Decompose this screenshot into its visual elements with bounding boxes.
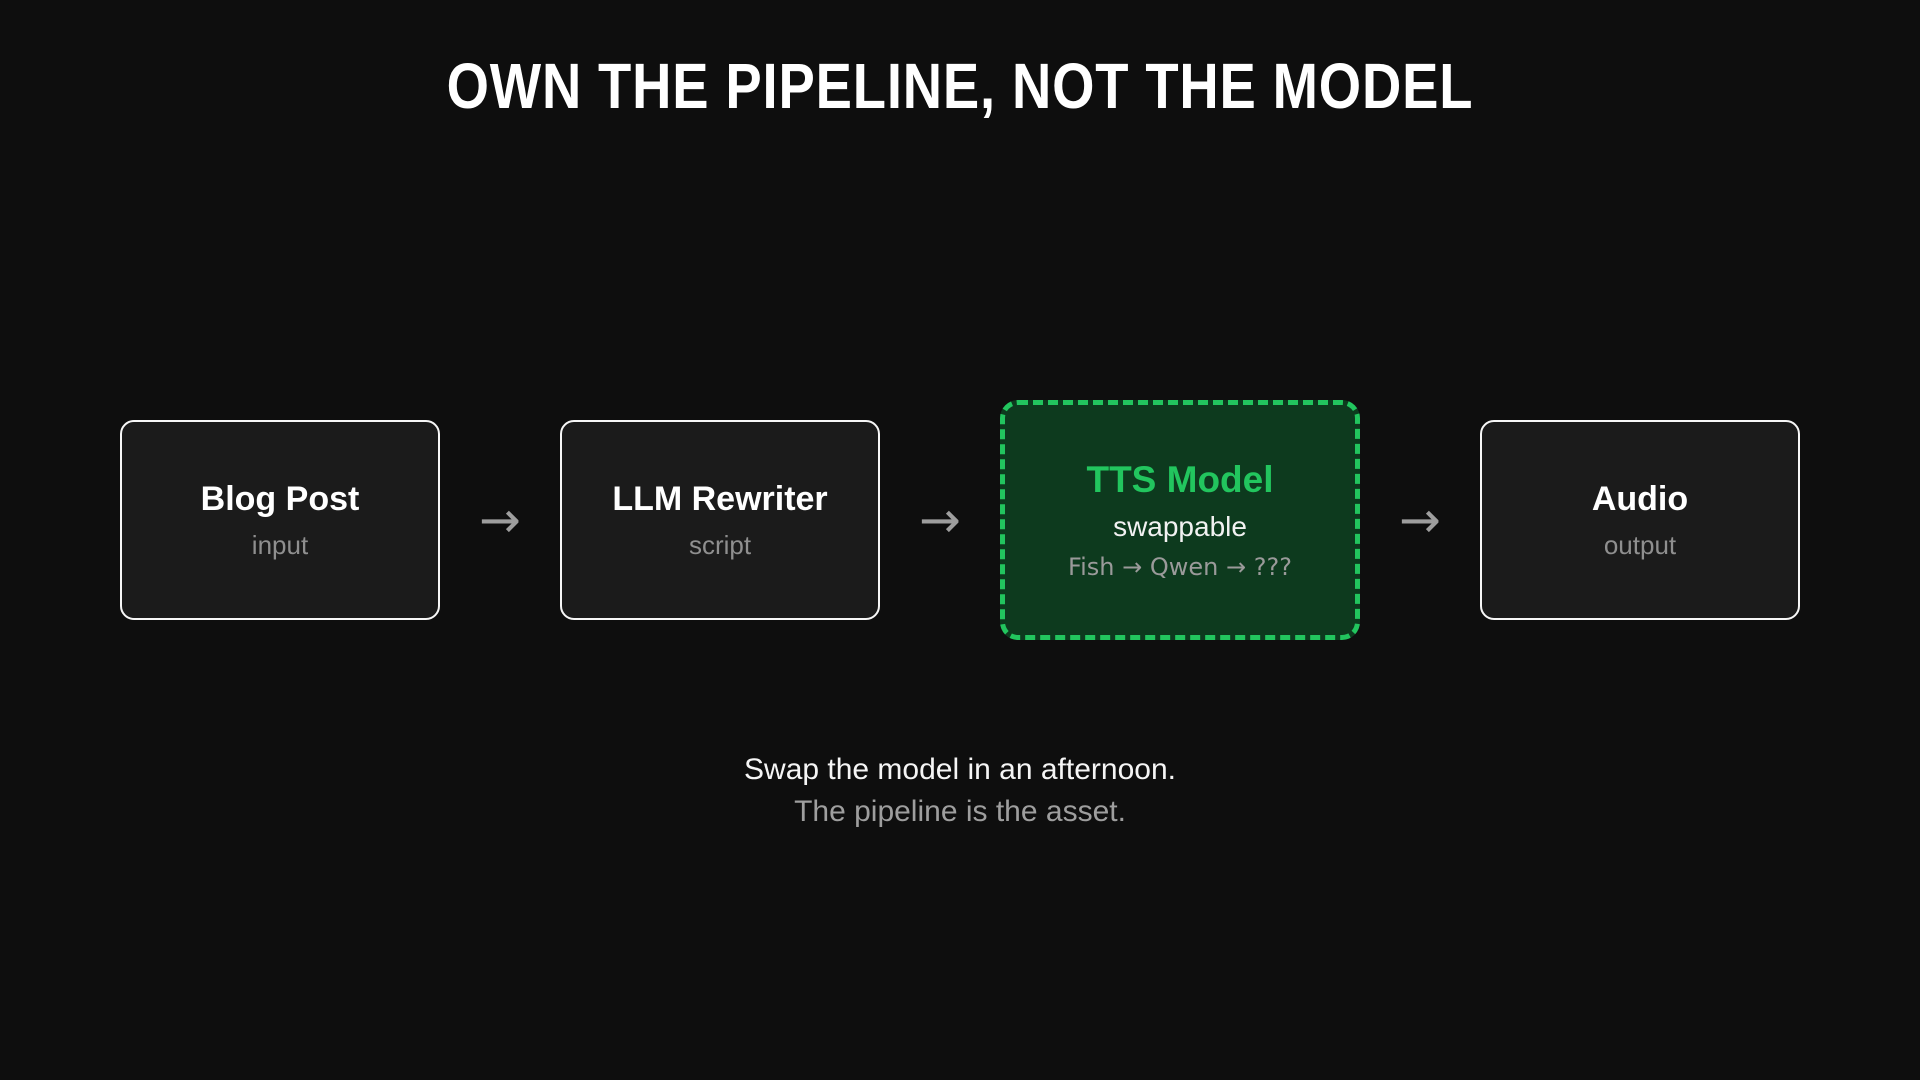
page-title-text: OWN THE PIPELINE, NOT THE MODEL (446, 50, 1474, 122)
node-blog-post: Blog Post input (120, 420, 440, 620)
pipeline-diagram: Blog Post input → LLM Rewriter script → … (0, 400, 1920, 640)
caption-line-2: The pipeline is the asset. (794, 795, 1126, 828)
node-subtitle: swappable (1113, 510, 1247, 542)
node-title: Audio (1591, 479, 1689, 518)
footer-caption: Swap the model in an afternoon. The pipe… (0, 752, 1920, 830)
arrow-right-icon: → (919, 491, 961, 549)
node-llm-rewriter: LLM Rewriter script (560, 420, 880, 620)
node-title: LLM Rewriter (612, 479, 828, 518)
node-subtitle: output (1603, 529, 1677, 560)
node-detail: Fish → Qwen → ??? (1068, 552, 1292, 581)
node-title: TTS Model (1086, 459, 1274, 501)
arrow-right-icon: → (1399, 491, 1441, 549)
node-audio: Audio output (1480, 420, 1800, 620)
caption-line-1: Swap the model in an afternoon. (744, 753, 1176, 786)
node-title: Blog Post (200, 479, 360, 518)
page-title: OWN THE PIPELINE, NOT THE MODEL (0, 50, 1920, 122)
node-subtitle: input (251, 529, 309, 560)
arrow-right-icon: → (479, 491, 521, 549)
node-tts-model: TTS Model swappable Fish → Qwen → ??? (1000, 400, 1360, 640)
node-subtitle: script (688, 529, 752, 560)
